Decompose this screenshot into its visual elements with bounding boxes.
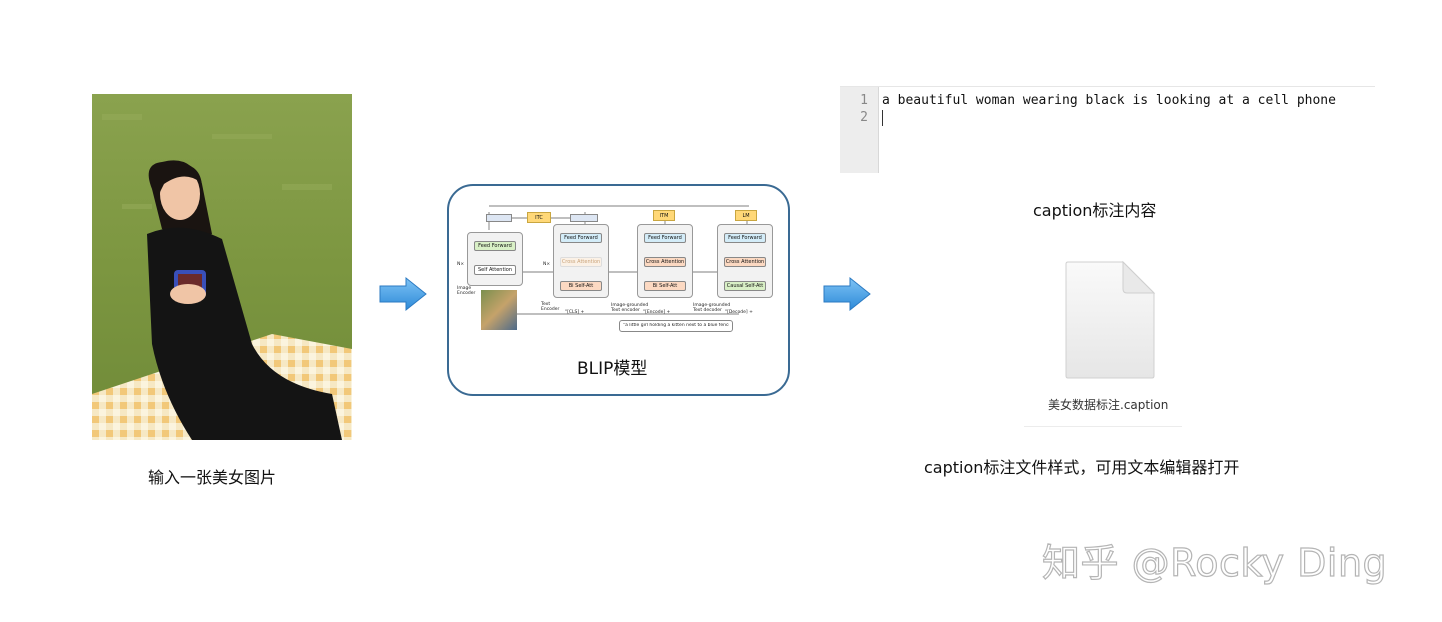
text-embedding-bar [570,214,598,222]
feed-forward-box: Feed Forward [724,233,766,243]
file-name-label[interactable]: 美女数据标注.caption [1048,398,1169,412]
divider [1024,426,1182,427]
caption-title: caption标注内容 [1033,201,1157,220]
grounded-text-encoder-block: Feed Forward Cross Attention Bi Self-Att [637,224,693,298]
nx-label: N× [543,262,551,267]
text-encoder-label: Text Encoder [541,302,560,312]
feed-forward-box: Feed Forward [474,241,516,251]
text-editor[interactable]: 1 2 a beautiful woman wearing black is l… [840,86,1375,173]
feed-forward-box: Feed Forward [560,233,602,243]
lm-tag: LM [735,210,757,221]
grounded-text-decoder-block: Feed Forward Cross Attention Causal Self… [717,224,773,298]
blip-model-label: BLIP模型 [577,359,648,379]
bi-self-att-box: Bi Self-Att [560,281,602,291]
input-caption: 输入一张美女图片 [148,468,277,487]
line-number-gutter: 1 2 [840,87,879,173]
input-sentence-text: "a little girl holding a kitten next to … [623,323,729,328]
text-cursor [882,110,883,126]
cross-attention-box: Cross Attention [724,257,766,267]
feed-forward-box: Feed Forward [644,233,686,243]
grounded-text-decoder-label: Image-grounded Text decoder [693,303,731,313]
decode-token-label: "[Decode] + [725,310,753,315]
code-line[interactable]: a beautiful woman wearing black is looki… [882,93,1336,108]
causal-self-att-box: Causal Self-Att [724,281,766,291]
cross-attention-box-faded: Cross Attention [560,257,602,267]
encode-token-label: "[Encode] + [643,310,671,315]
image-encoder-label: Image Encoder [457,286,476,296]
cross-attention-box: Cross Attention [644,257,686,267]
input-photo [92,94,352,440]
file-description: caption标注文件样式，可用文本编辑器打开 [924,458,1240,477]
arrow-right-icon [378,276,428,312]
document-file-icon[interactable] [1063,260,1157,384]
image-embedding-bar [486,214,512,222]
sample-image-thumbnail [481,290,517,330]
line-number: 2 [860,110,868,125]
text-encoder-block: Feed Forward Cross Attention Bi Self-Att [553,224,609,298]
itm-tag: ITM [653,210,675,221]
itc-tag: ITC [527,212,551,223]
arrow-right-icon [822,276,872,312]
blip-model-panel: ITC ITM LM Feed Forward Self Attention N… [447,184,790,396]
bi-self-att-box: Bi Self-Att [644,281,686,291]
nx-label: N× [457,262,465,267]
image-encoder-block: Feed Forward Self Attention [467,232,523,286]
watermark: 知乎 @Rocky Ding [1041,540,1388,585]
grounded-text-encoder-label: Image-grounded Text encoder [611,303,649,313]
input-sentence-box: "a little girl holding a kitten next to … [619,320,733,332]
cls-token-label: "[CLS] + [565,310,585,315]
self-attention-box: Self Attention [474,265,516,275]
line-number: 1 [860,93,868,108]
